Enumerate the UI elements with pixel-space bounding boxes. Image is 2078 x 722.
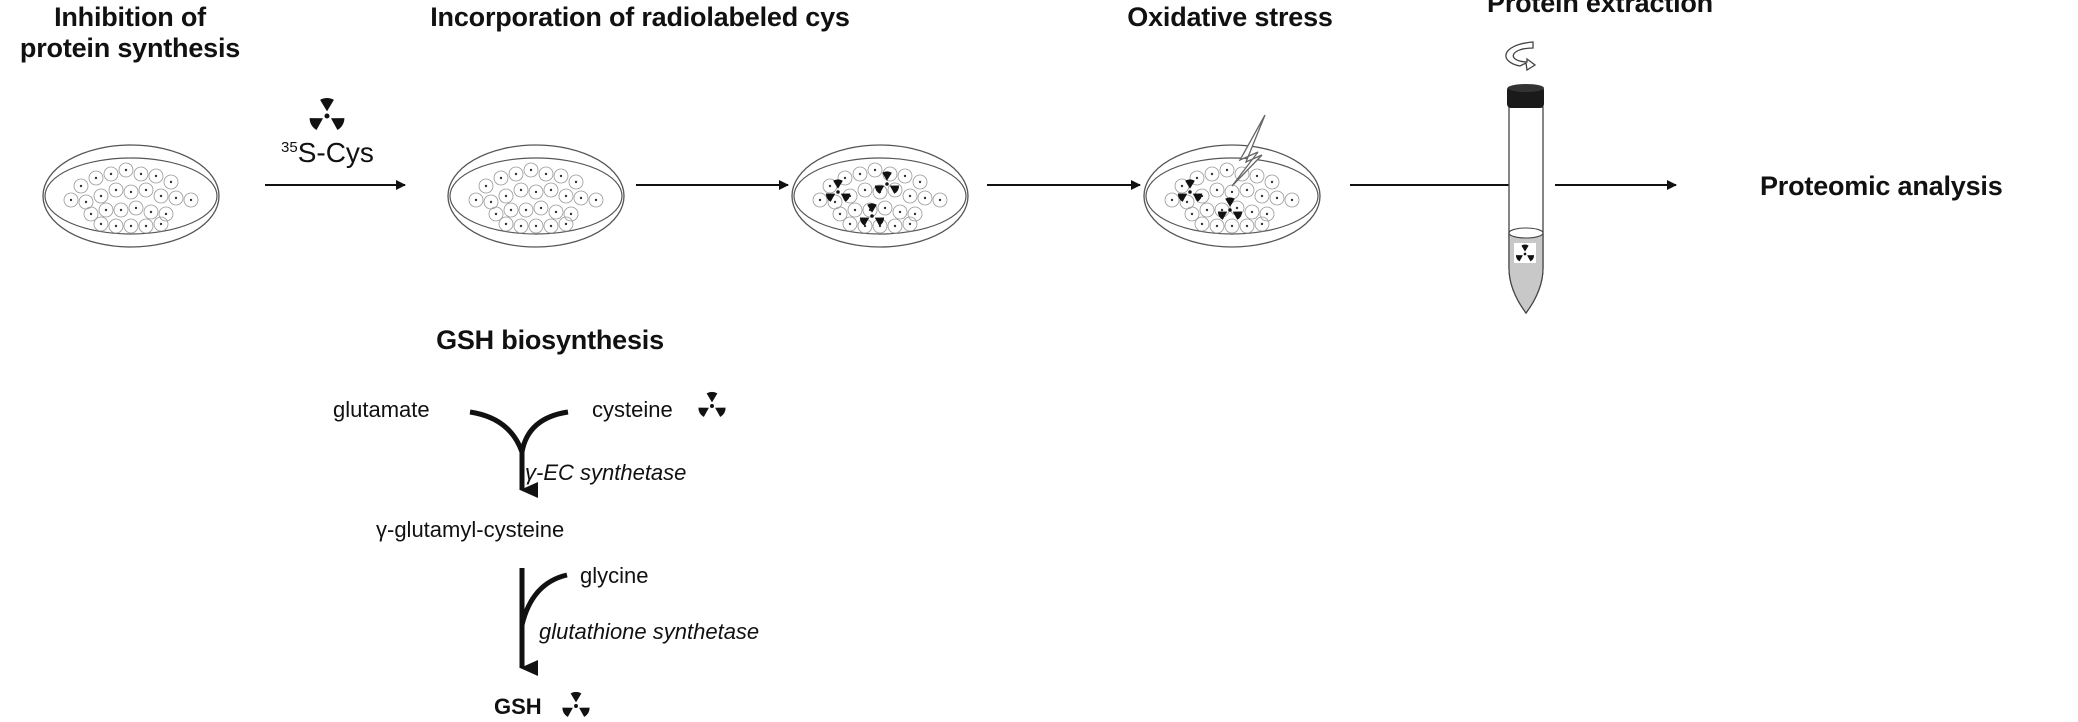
centrifuge-tube-icon <box>1507 84 1544 315</box>
petri-dish-icon <box>448 145 624 247</box>
step-title-incorporation: Incorporation of radiolabeled cys <box>430 2 850 32</box>
step-title-protein-extraction: Protein extraction <box>1487 0 1713 18</box>
step-title-inhibition: Inhibition of protein synthesis <box>0 2 260 64</box>
gsh-title: GSH biosynthesis <box>436 325 664 355</box>
radioactive-trefoil-icon <box>697 391 727 418</box>
radioactive-trefoil-icon <box>561 691 591 718</box>
enzyme-gamma-ec-synthetase: γ-EC synthetase <box>525 460 687 485</box>
substrate-glycine: glycine <box>580 563 649 588</box>
final-step-proteomic-analysis: Proteomic analysis <box>1760 171 2003 201</box>
radioactive-trefoil-icon <box>1176 179 1204 203</box>
radioactive-trefoil-icon <box>1216 197 1244 221</box>
product-gsh: GSH <box>494 694 542 719</box>
substrate-cysteine: cysteine <box>592 397 673 422</box>
step-title-line2: protein synthesis <box>19 33 241 63</box>
substrate-glutamate: glutamate <box>333 397 430 422</box>
radioactive-trefoil-icon <box>824 179 852 203</box>
lightning-icon <box>1231 114 1266 187</box>
radioactive-trefoil-icon <box>308 98 346 131</box>
step-title-oxidative-stress: Oxidative stress <box>1127 2 1333 32</box>
isotope-name: S-Cys <box>297 137 374 168</box>
radioactive-trefoil-icon <box>858 203 886 227</box>
petri-dish-icon <box>792 145 968 247</box>
isotope-label: 35S-Cys <box>281 137 374 168</box>
pathway-arrow-1 <box>469 409 569 498</box>
petri-dish-icon <box>43 145 219 247</box>
intermediate-gamma-glutamyl-cysteine: γ-glutamyl-cysteine <box>376 517 565 542</box>
step-title-line1: Inhibition of <box>54 2 206 32</box>
enzyme-glutathione-synthetase: glutathione synthetase <box>539 619 760 644</box>
rotation-arrow-icon <box>1505 41 1537 72</box>
isotope-mass-number: 35 <box>281 139 298 156</box>
petri-dish-icon <box>1144 145 1320 247</box>
pathway-arrow-2 <box>519 568 568 676</box>
